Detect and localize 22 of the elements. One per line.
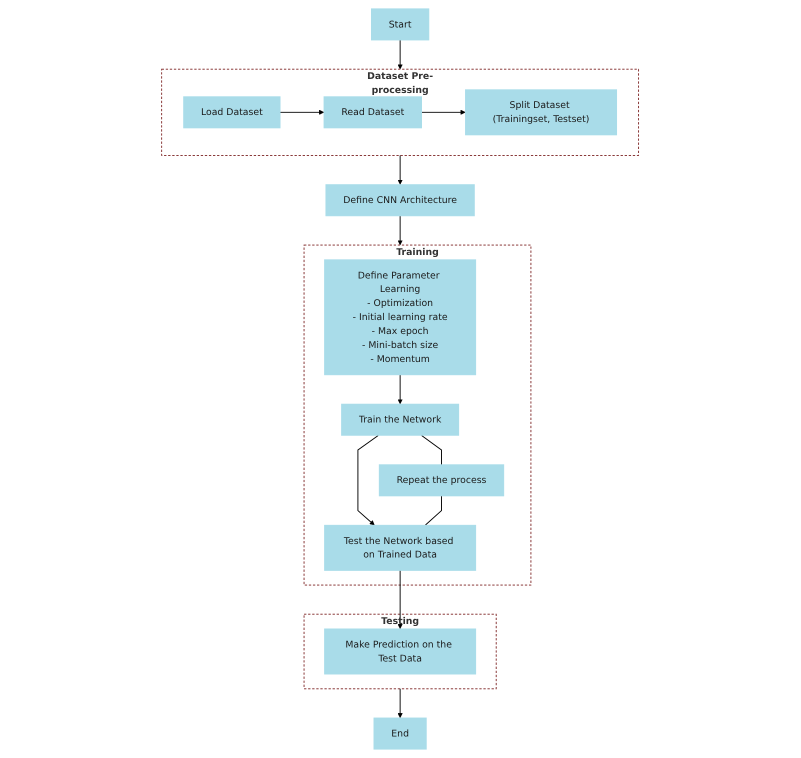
arrow [280, 110, 324, 115]
arrow [398, 688, 404, 718]
arrow [398, 40, 404, 70]
node-box: End [374, 718, 428, 750]
node-box: Read Dataset [324, 96, 422, 128]
arrow [358, 435, 380, 526]
node-box: Define Parameter Learning - Optimization - Initial learning rate - Max epoch - Mini-batch size - Momentum [324, 259, 476, 376]
arrow [398, 374, 404, 404]
node-box: Define CNN Architecture [326, 184, 476, 216]
arrow [398, 216, 404, 246]
arrow [422, 110, 466, 115]
node-box: Split Dataset (Trainingset, Testset) [465, 89, 618, 136]
connector [422, 435, 442, 466]
arrow [398, 154, 404, 185]
node-box: Repeat the process [379, 464, 505, 496]
node-box: Test the Network based on Trained Data [324, 524, 476, 571]
node-box: Train the Network [342, 404, 460, 436]
node-box: Make Prediction on the Test Data [324, 628, 476, 674]
arrow [398, 570, 404, 630]
node-box: Load Dataset [184, 96, 281, 128]
connector [425, 496, 442, 526]
node-box: Start [371, 8, 430, 40]
